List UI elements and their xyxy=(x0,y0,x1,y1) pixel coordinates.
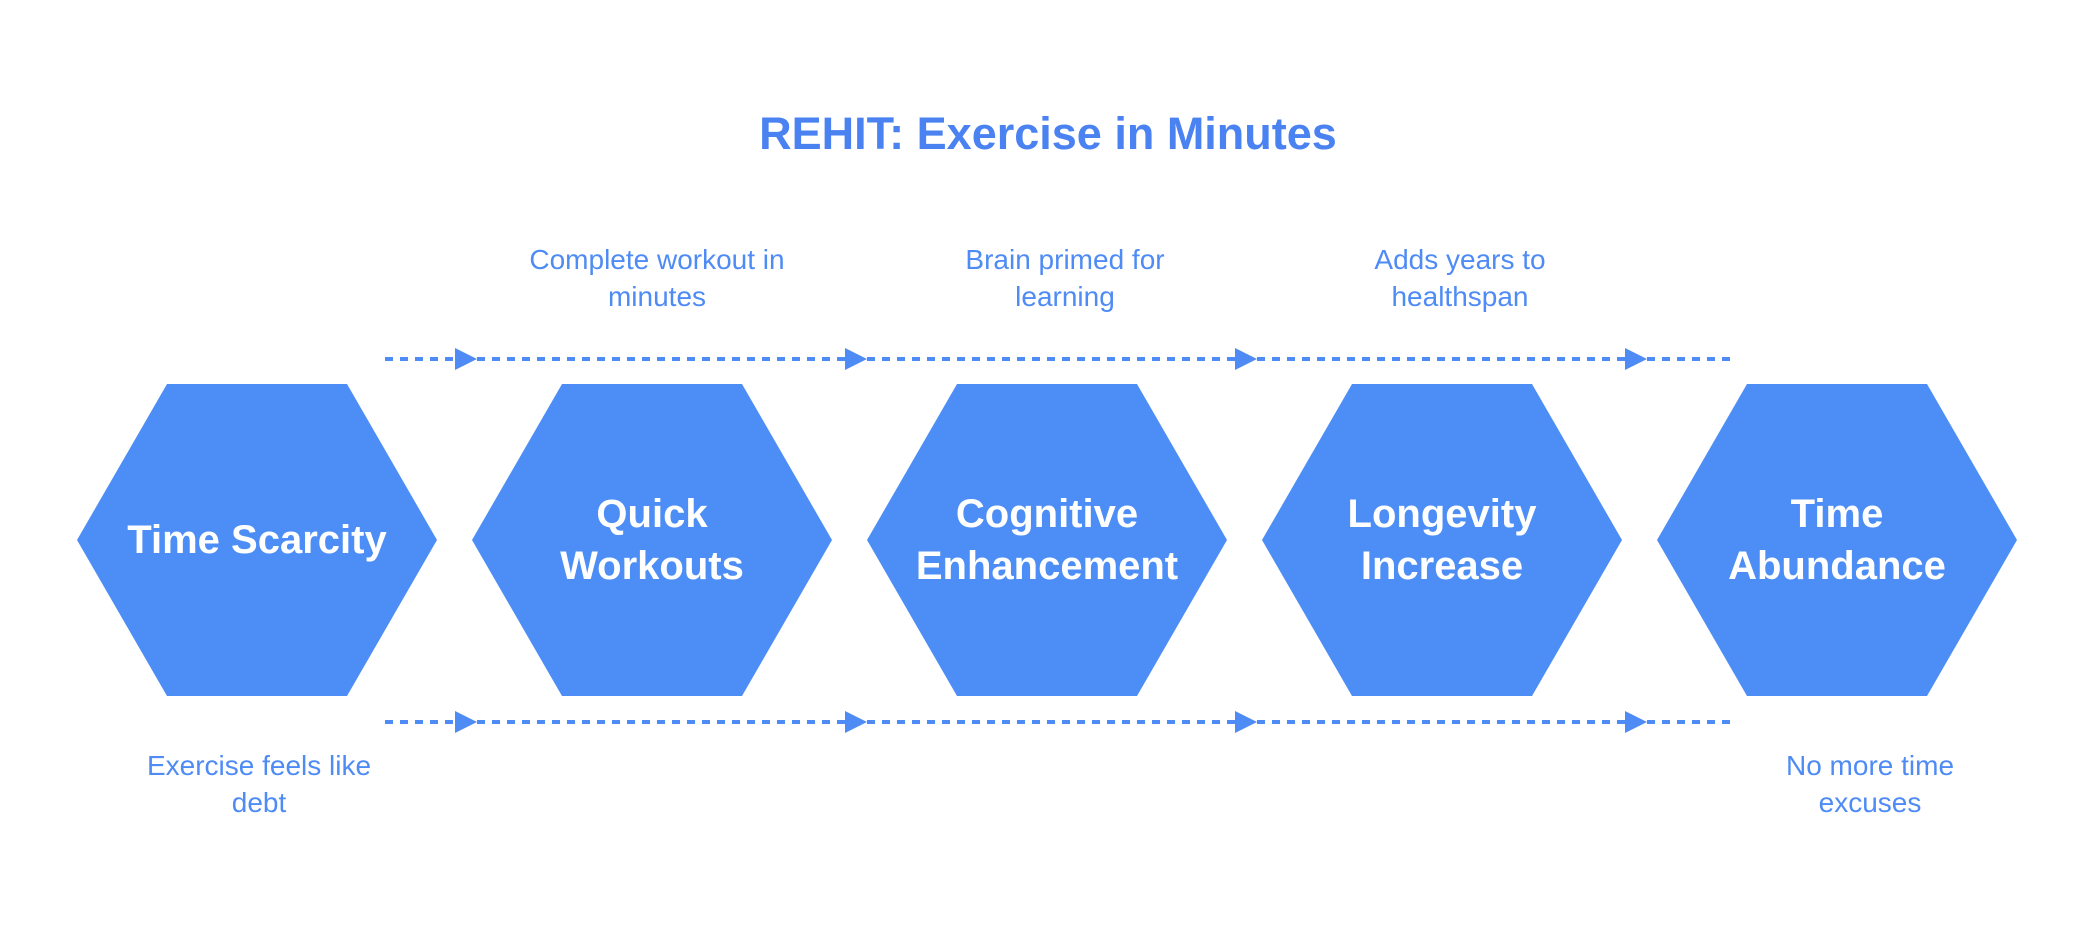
hexagon-time-scarcity: Time Scarcity xyxy=(77,384,437,696)
hexagon-quick-workouts: Quick Workouts xyxy=(472,384,832,696)
outcome-label-no-excuses: No more time excuses xyxy=(1785,750,1955,818)
arrowhead-icon xyxy=(845,348,867,370)
transition-label-complete-workout: Complete workout in minutes xyxy=(529,244,785,312)
hexagon-label: Quick Workouts xyxy=(560,492,744,588)
arrowhead-icon xyxy=(455,348,477,370)
diagram-title: REHIT: Exercise in Minutes xyxy=(759,108,1337,159)
transition-label-brain-primed: Brain primed for learning xyxy=(965,244,1165,312)
hexagon-label: Longevity Increase xyxy=(1347,492,1537,588)
arrowhead-icon xyxy=(1235,711,1257,733)
outcome-label-exercise-debt: Exercise feels like debt xyxy=(146,750,372,818)
flow-line-bottom xyxy=(385,711,1730,733)
hexagon-label: Time Abundance xyxy=(1728,492,1946,588)
arrowhead-icon xyxy=(845,711,867,733)
hexagon-label: Cognitive Enhancement xyxy=(915,492,1179,588)
transition-label-adds-years: Adds years to healthspan xyxy=(1374,244,1546,312)
hexagon-cognitive-enhancement: Cognitive Enhancement xyxy=(867,384,1227,696)
hexagon-time-abundance: Time Abundance xyxy=(1657,384,2017,696)
arrowhead-icon xyxy=(1625,711,1647,733)
hexagon-longevity-increase: Longevity Increase xyxy=(1262,384,1622,696)
arrowhead-icon xyxy=(1235,348,1257,370)
arrowhead-icon xyxy=(1625,348,1647,370)
arrowhead-icon xyxy=(455,711,477,733)
flow-line-top xyxy=(385,348,1730,370)
hexagon-label: Time Scarcity xyxy=(127,518,387,562)
